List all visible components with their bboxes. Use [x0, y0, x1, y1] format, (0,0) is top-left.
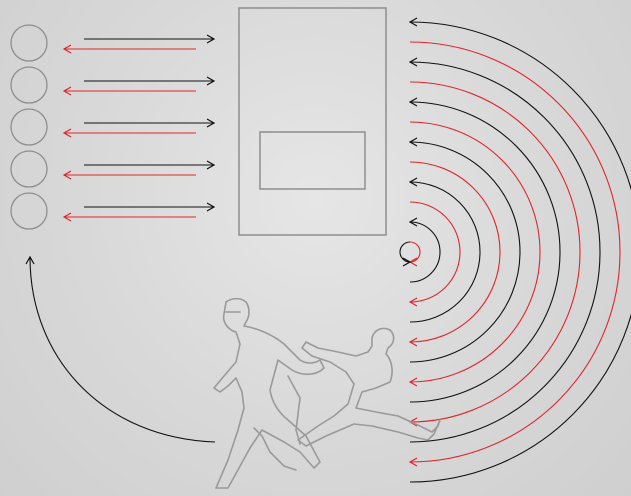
- running-figure-behind: [288, 328, 440, 446]
- running-figure-front: [214, 299, 324, 488]
- semicircle-arc-black: [410, 102, 560, 402]
- semicircle-arc-black: [400, 242, 410, 262]
- circle-node-icon: [11, 151, 47, 187]
- running-person-icon: [214, 299, 440, 488]
- circle-node-icon: [11, 25, 47, 61]
- node-circles: [11, 25, 47, 229]
- semicircle-arc-black: [410, 222, 440, 282]
- circle-node-icon: [11, 109, 47, 145]
- main-box: [239, 8, 386, 235]
- semicircle-arc-black: [410, 62, 600, 442]
- semicircle-arc-red: [410, 202, 460, 302]
- semicircle-arc-red: [410, 162, 500, 342]
- semicircle-arc-red: [410, 82, 580, 422]
- circle-node-icon: [11, 193, 47, 229]
- semicircle-arc-red: [410, 242, 420, 262]
- semicircle-arc-black: [410, 142, 520, 362]
- return-arrow: [30, 257, 215, 442]
- circle-node-icon: [11, 67, 47, 103]
- semicircle-arcs: [400, 22, 631, 482]
- inner-box: [260, 132, 365, 189]
- horizontal-arrows: [64, 39, 214, 217]
